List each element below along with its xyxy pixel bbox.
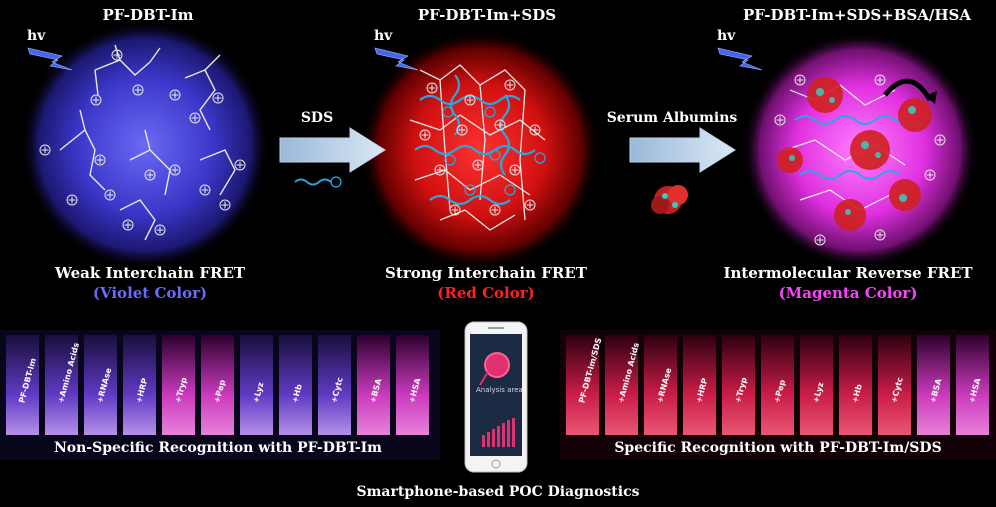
cuvette (45, 335, 78, 435)
cuvette (605, 335, 638, 435)
phone-heading: Analysis area (476, 386, 523, 394)
cuvette (123, 335, 156, 435)
cuvette (644, 335, 677, 435)
serum-albumin-icon (651, 185, 688, 214)
cuvette (800, 335, 833, 435)
cuvette (318, 335, 351, 435)
cuvette (917, 335, 950, 435)
cuvette (162, 335, 195, 435)
lightning-icon (27, 47, 73, 71)
cuvette (201, 335, 234, 435)
arrow-label: SDS (300, 110, 334, 126)
sds-arrow (279, 127, 386, 173)
cuvette (722, 335, 755, 435)
red-polymer-sphere (360, 30, 600, 270)
cuvette (84, 335, 117, 435)
cuvette (566, 335, 599, 435)
cuvette (357, 335, 390, 435)
smartphone-icon (464, 321, 528, 473)
lightning-icon (717, 47, 763, 71)
cuvette (683, 335, 716, 435)
panel-color-label: (Violet Color) (92, 284, 208, 302)
panel-color-label: (Red Color) (437, 284, 535, 302)
sds-molecule-icon (294, 176, 342, 188)
panel-caption: Strong Interchain FRET (385, 264, 587, 282)
panel-color-label: (Magenta Color) (778, 284, 918, 302)
albumin-arrow (629, 127, 736, 173)
cuvette (6, 335, 39, 435)
violet-polymer-sphere (20, 20, 270, 270)
cuvette (396, 335, 429, 435)
right-tube-caption: Specific Recognition with PF-DBT-Im/SDS (614, 440, 942, 456)
arrow-label: Serum Albumins (606, 110, 738, 126)
cuvette (839, 335, 872, 435)
light-label: hv (717, 28, 736, 44)
panel-title: PF-DBT-Im (102, 6, 194, 24)
cuvette (761, 335, 794, 435)
left-tube-caption: Non-Specific Recognition with PF-DBT-Im (53, 440, 383, 456)
panel-caption: Weak Interchain FRET (54, 264, 246, 282)
curved-arrow-icon (883, 78, 933, 102)
cuvette (279, 335, 312, 435)
lightning-icon (374, 47, 419, 71)
panel-caption: Intermolecular Reverse FRET (723, 264, 973, 282)
cuvette (240, 335, 273, 435)
cuvette (956, 335, 989, 435)
panel-title: PF-DBT-Im+SDS (417, 6, 557, 24)
right-tube-photo (560, 330, 996, 460)
phone-caption: Smartphone-based POC Diagnostics (356, 484, 640, 500)
left-tube-photo (0, 330, 440, 460)
panel-title: PF-DBT-Im+SDS+BSA/HSA (742, 6, 972, 24)
magenta-polymer-sphere (742, 32, 978, 268)
cuvette (878, 335, 911, 435)
light-label: hv (27, 28, 46, 44)
light-label: hv (374, 28, 393, 44)
